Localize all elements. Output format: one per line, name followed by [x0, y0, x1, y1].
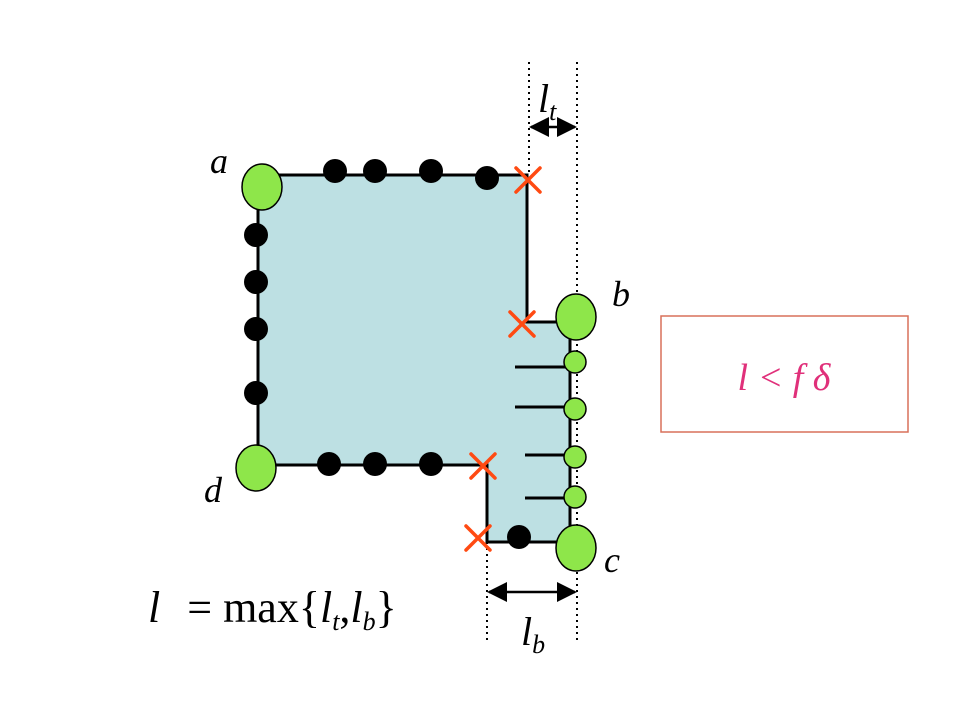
edge-node-green [563, 485, 587, 509]
edge-node-green [563, 350, 587, 374]
edge-node [419, 159, 443, 183]
label-corner-b: b [612, 274, 630, 314]
cross-mark-icon [464, 524, 492, 552]
cross-mark-icon [469, 452, 497, 480]
edge-node [317, 452, 341, 476]
condition-text: l < f δ [738, 357, 832, 399]
edge-node [244, 223, 268, 247]
edge-node [507, 525, 531, 549]
condition-box [660, 315, 909, 433]
edge-node [475, 166, 499, 190]
cross-mark-icon [514, 166, 542, 194]
edge-node [419, 452, 443, 476]
label-corner-a: a [210, 141, 228, 181]
label-corner-d: d [204, 470, 223, 510]
edge-node [244, 270, 268, 294]
edge-node [363, 159, 387, 183]
edge-node [244, 317, 268, 341]
corner-vertex-a [241, 163, 283, 211]
label-bottom-width: lb [521, 609, 545, 659]
edge-node [244, 381, 268, 405]
corner-vertex-b [555, 293, 597, 341]
edge-node-green [563, 445, 587, 469]
edge-node-green [563, 397, 587, 421]
region-shape [256, 173, 572, 544]
label-top-width: lt [538, 76, 557, 126]
label-corner-c: c [604, 540, 620, 580]
edge-node [323, 159, 347, 183]
cross-mark-icon [508, 310, 536, 338]
edge-node [363, 452, 387, 476]
corner-vertex-d [235, 444, 277, 492]
corner-vertex-c [555, 524, 597, 572]
formula-max: l = max{lt,lb} [148, 583, 397, 636]
